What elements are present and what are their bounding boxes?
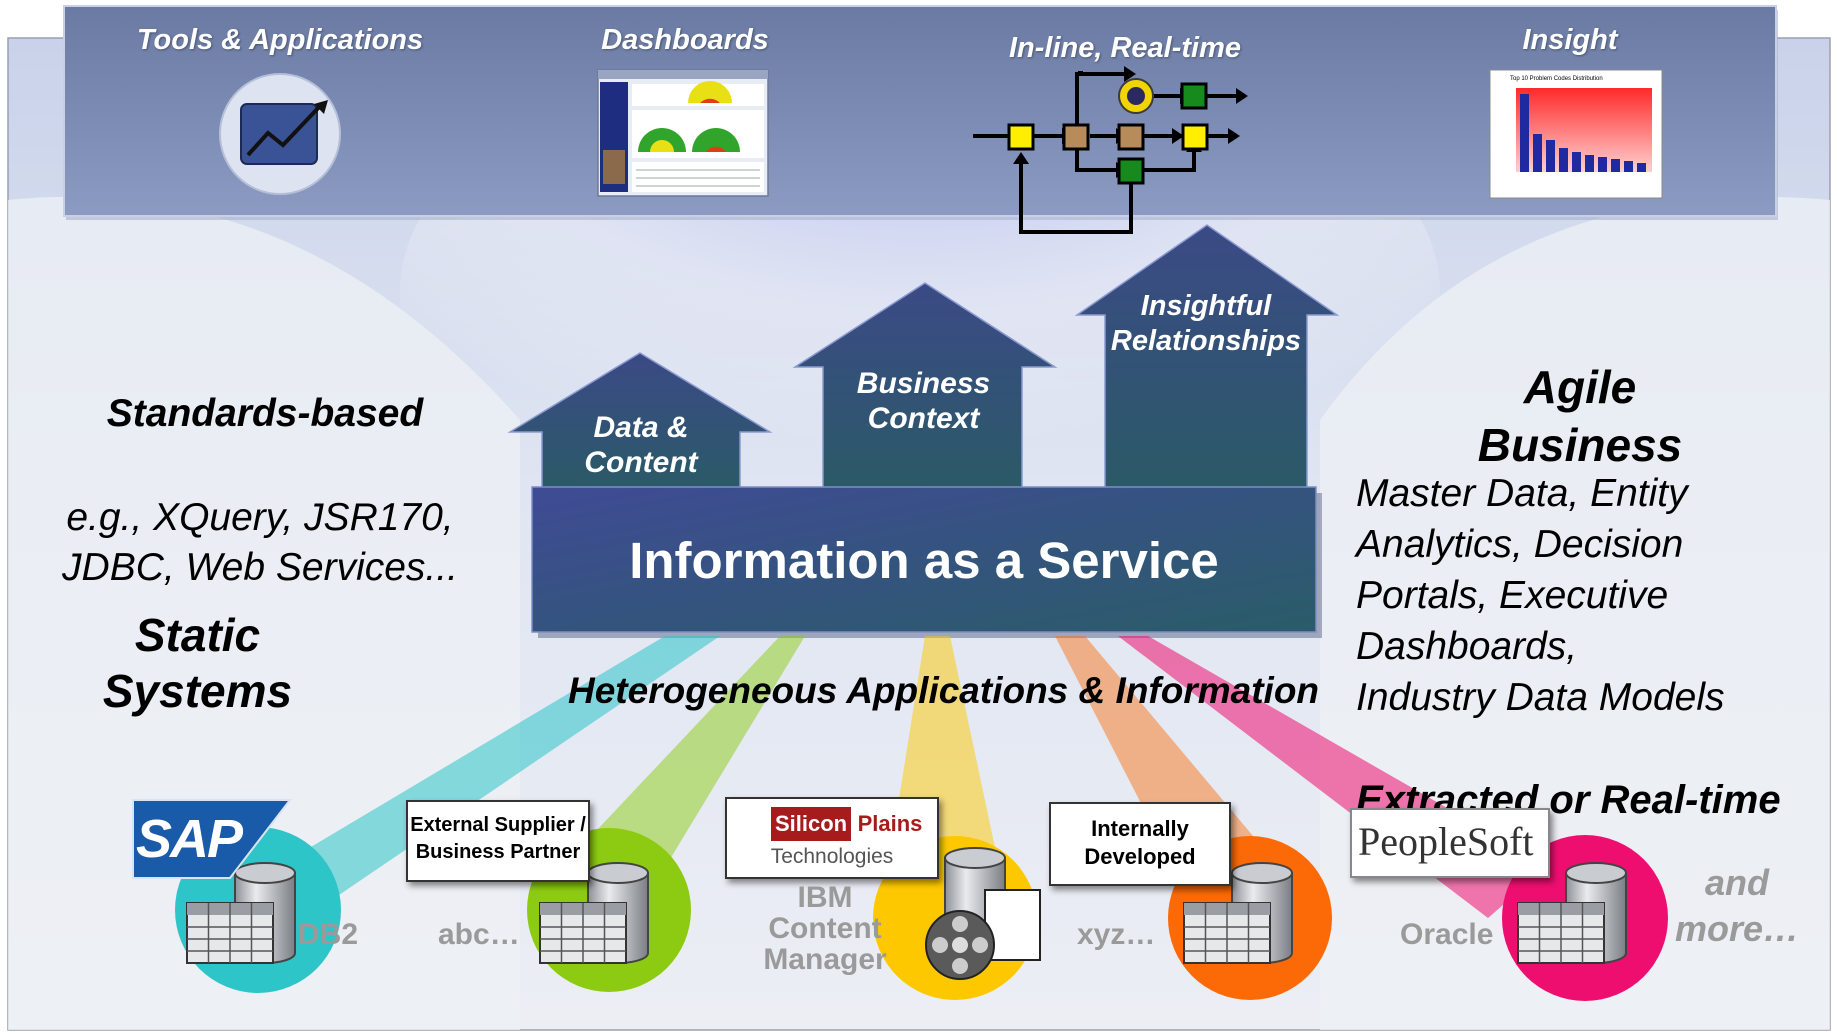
ibm-line-1: IBM: [797, 881, 853, 914]
examples-line-1: e.g., XQuery, JSR170,: [66, 496, 454, 539]
insight-label: Insight: [1522, 24, 1618, 56]
abc-label: abc…: [438, 918, 520, 951]
static-label: Static: [134, 609, 261, 661]
supplier-line-1: External Supplier /: [410, 814, 586, 836]
supplier-line-2: Business Partner: [415, 841, 581, 863]
capability-item: Industry Data Models: [1356, 676, 1725, 719]
ibm-line-2: Content: [768, 912, 882, 945]
and-more-label: and more…: [1672, 860, 1802, 952]
internally-line-2: Developed: [1084, 844, 1196, 869]
sap-logo: [132, 799, 293, 879]
peoplesoft-logo: PeopleSoft: [1350, 808, 1550, 878]
business-label: Business: [1477, 419, 1683, 471]
capability-item: Portals, Executive: [1356, 574, 1669, 617]
technologies-text: Technologies: [770, 845, 894, 868]
insightful-relationships-label: Insightful Relationships: [1110, 290, 1302, 357]
business-context-label: Business Context: [856, 367, 991, 435]
dashboard-thumbnail-icon: [597, 69, 769, 197]
capability-item: Master Data, Entity: [1356, 472, 1688, 515]
film-reel-icon: [925, 889, 1041, 980]
standards-based-label: Standards-based: [106, 392, 424, 435]
heterogeneous-label: Heterogeneous Applications & Information: [568, 670, 1320, 711]
insight-bar: [1520, 94, 1529, 172]
sap-logo-text: SAP: [136, 809, 243, 869]
insight-bar: [1637, 163, 1646, 172]
arrow-insightful-relationships: [1074, 224, 1340, 493]
service-box: [531, 486, 1317, 633]
db2-label: DB2: [298, 918, 359, 951]
tools-applications-label: Tools & Applications: [136, 24, 424, 56]
insight-bar: [1624, 161, 1633, 172]
inline-realtime-label: In-line, Real-time: [1008, 32, 1242, 64]
oracle-label: Oracle: [1400, 918, 1494, 951]
silicon-text: Silicon: [771, 807, 852, 841]
internally-line-1: Internally: [1091, 816, 1189, 841]
and-more-line-2: more…: [1674, 908, 1800, 949]
xyz-label: xyz…: [1077, 918, 1156, 951]
dashboards-label: Dashboards: [601, 24, 769, 56]
silicon-plains-logo: Silicon Plains Technologies: [725, 797, 939, 879]
capability-item: Analytics, Decision: [1356, 523, 1684, 566]
insight-bar: [1598, 157, 1607, 172]
and-more-line-1: and: [1704, 862, 1769, 903]
arrow-data-content: [507, 352, 773, 493]
plains-text: Plains: [857, 811, 923, 836]
tools-icon-screen: [240, 103, 318, 165]
ibm-content-manager-label: IBM Content Manager: [735, 882, 915, 975]
insight-bar: [1533, 134, 1542, 172]
database-icon: [1517, 862, 1627, 964]
database-icon: [186, 862, 296, 964]
svg-text:Top 10 Problem Codes Distribut: Top 10 Problem Codes Distribution: [1510, 76, 1603, 82]
agile-label: Agile: [1523, 361, 1637, 413]
insight-bar: [1611, 159, 1620, 172]
systems-label: Systems: [102, 665, 293, 717]
data-content-label: Data & Content: [584, 411, 698, 479]
beam-teal: [222, 636, 720, 946]
insight-bar: [1546, 140, 1555, 172]
service-title: Information as a Service: [629, 532, 1219, 589]
ibm-line-3: Manager: [763, 943, 887, 976]
insight-chart-thumbnail: Top 10 Problem Codes Distribution: [1489, 69, 1663, 199]
internally-developed-card: Internally Developed: [1049, 802, 1231, 886]
peoplesoft-text: PeopleSoft: [1358, 819, 1534, 864]
examples-line-2: JDBC, Web Services...: [62, 546, 458, 589]
arrow-business-context: [792, 282, 1058, 493]
insight-bar: [1572, 152, 1581, 172]
database-icon: [1183, 862, 1293, 964]
trend-chart-icon: [246, 102, 324, 157]
supplier-card: External Supplier / Business Partner: [406, 800, 590, 882]
insight-bar: [1559, 148, 1568, 172]
capability-item: Dashboards,: [1356, 625, 1578, 668]
insight-bar: [1585, 155, 1594, 172]
database-icon: [539, 862, 649, 964]
